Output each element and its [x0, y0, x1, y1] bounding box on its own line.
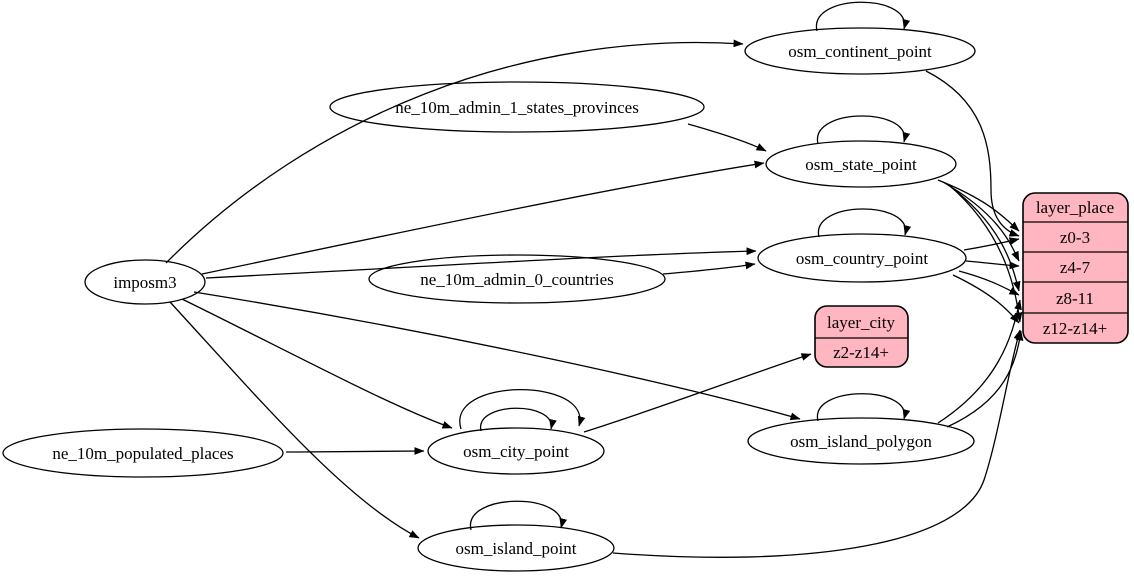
node-label-ne_10m_admin_0_countries: ne_10m_admin_0_countries: [420, 270, 614, 289]
edge-osm_island_polygon-layer_place-z8-11: [937, 299, 1022, 424]
node-shape-osm_city_point: [427, 427, 605, 475]
node-osm_city_point: [427, 427, 605, 475]
edge-osm_state_point-layer_place-z0-3: [937, 179, 1020, 232]
record-row-layer_place-z8-11: z8-11: [1056, 289, 1094, 308]
edge-osm_country_point-layer_place-z0-3: [963, 237, 1020, 251]
edge-osm_state_point-layer_place-z4-7: [942, 181, 1020, 262]
record-row-layer_place-z12-z14: z12-z14+: [1043, 319, 1107, 338]
record-title-layer_city: layer_city: [827, 313, 895, 332]
edge-osm_state_point-layer_place-z12-z14: [948, 184, 1023, 323]
node-ne_10m_populated_places: [2, 428, 284, 478]
node-layer_place: [1022, 192, 1129, 344]
node-label-osm_country_point: osm_country_point: [796, 249, 928, 268]
record-row-layer_city-z2-z14: z2-z14+: [833, 343, 889, 362]
node-shape-osm_state_point: [765, 140, 957, 188]
node-label-imposm3: imposm3: [113, 273, 176, 292]
edge-imposm3-osm_continent_point: [165, 39, 744, 264]
edge-imposm3-osm_state_point: [201, 160, 765, 275]
node-shape-layer_city: [814, 305, 909, 368]
node-label-osm_city_point: osm_city_point: [463, 442, 569, 461]
node-imposm3: [84, 259, 206, 305]
node-label-ne_10m_populated_places: ne_10m_populated_places: [52, 444, 233, 463]
node-layer_city: [814, 305, 909, 368]
node-label-ne_10m_admin_1_states_provinces: ne_10m_admin_1_states_provinces: [395, 98, 639, 117]
edge-osm_country_point-layer_place-z8-11: [958, 270, 1020, 296]
node-osm_continent_point: [744, 27, 976, 75]
edge-ne_10m_populated_places-osm_city_point: [285, 447, 425, 455]
edge-ne_10m_admin_1_states_provinces-osm_state_point: [687, 123, 767, 152]
node-osm_state_point: [765, 140, 957, 188]
node-shape-ne_10m_admin_0_countries: [368, 254, 666, 304]
edge-osm_city_point-layer_city-z2-z14: [583, 353, 812, 433]
node-shape-osm_island_point: [417, 524, 615, 572]
edge-osm_island_polygon-layer_place-z12-z14: [946, 330, 1024, 428]
edge-osm_country_point-layer_place-z12-z14: [952, 274, 1020, 324]
edge-osm_island_point-self-loop: [470, 500, 568, 531]
record-row-layer_place-z4-7: z4-7: [1060, 258, 1091, 277]
node-label-osm_island_polygon: osm_island_polygon: [790, 432, 932, 451]
record-title-layer_place: layer_place: [1036, 198, 1114, 217]
edge-imposm3-osm_island_polygon: [193, 291, 801, 421]
node-label-osm_state_point: osm_state_point: [805, 155, 917, 174]
node-shape-osm_country_point: [757, 233, 967, 283]
edge-osm_state_point-self-loop: [817, 115, 911, 145]
edge-osm_continent_point-layer_place-z0-3: [925, 70, 1020, 237]
node-shape-ne_10m_populated_places: [2, 428, 284, 478]
edge-osm_city_point-self-loop-inner: [480, 407, 557, 432]
node-osm_island_polygon: [747, 417, 975, 465]
edge-osm_continent_point-self-loop: [816, 1, 911, 32]
node-label-osm_island_point: osm_island_point: [456, 539, 577, 558]
edge-imposm3-osm_city_point: [181, 298, 453, 429]
node-label-osm_continent_point: osm_continent_point: [788, 42, 932, 61]
edge-imposm3-osm_island_point: [169, 301, 420, 539]
node-shape-osm_continent_point: [744, 27, 976, 75]
node-osm_island_point: [417, 524, 615, 572]
edge-osm_island_polygon-self-loop: [817, 393, 911, 422]
node-shape-imposm3: [84, 259, 206, 305]
node-ne_10m_admin_0_countries: [368, 254, 666, 304]
node-shape-osm_island_polygon: [747, 417, 975, 465]
record-row-layer_place-z0-3: z0-3: [1060, 228, 1090, 247]
edge-ne_10m_admin_0_countries-osm_country_point: [662, 261, 756, 275]
node-shape-layer_place: [1022, 192, 1129, 344]
edge-osm_island_point-layer_place-z12-z14: [612, 329, 1022, 558]
edge-osm_country_point-layer_place-z4-7: [965, 260, 1020, 270]
edge-osm_country_point-self-loop: [818, 208, 912, 238]
edge-osm_state_point-layer_place-z8-11: [946, 183, 1021, 292]
edge-imposm3-osm_country_point: [205, 247, 757, 279]
edge-osm_city_point-self-loop-outer: [459, 388, 586, 430]
node-osm_country_point: [757, 233, 967, 283]
